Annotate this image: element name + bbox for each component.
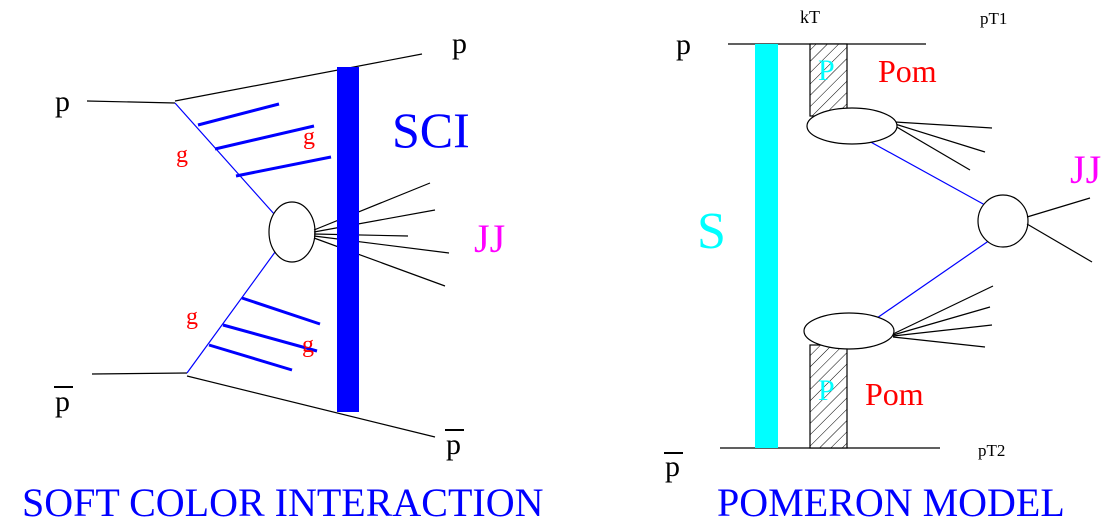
pomeron-block-lower bbox=[809, 344, 848, 449]
label-p-upper: P bbox=[818, 54, 835, 87]
label-kt: kT bbox=[800, 7, 820, 27]
gluon-line-upper-1 bbox=[197, 102, 280, 127]
label-jj-left: JJ bbox=[474, 216, 505, 261]
right-jet-line-2 bbox=[1026, 223, 1093, 263]
proton-in-line bbox=[86, 100, 176, 104]
jet-line-5 bbox=[313, 237, 446, 287]
pomeron-model-diagram: p p kT pT1 pT2 S P Pom P Pom JJ POMERON … bbox=[664, 7, 1101, 524]
gluon-line-lower-2 bbox=[222, 323, 318, 353]
lower-remnant-line-4 bbox=[892, 336, 986, 348]
lower-remnant-line-1 bbox=[892, 285, 994, 335]
gluon-line-upper-3 bbox=[235, 155, 332, 178]
pomeron-block-upper bbox=[809, 43, 848, 117]
upper-remnant-line-2 bbox=[894, 123, 986, 153]
label-pom-upper: Pom bbox=[878, 53, 937, 89]
jet-line-4 bbox=[313, 235, 450, 254]
label-p-lower: P bbox=[818, 374, 835, 407]
upper-pomeron-blob bbox=[806, 107, 898, 145]
lower-parton-line bbox=[186, 247, 279, 374]
title-pomeron-model: POMERON MODEL bbox=[717, 480, 1065, 524]
jet-line-2 bbox=[313, 209, 436, 233]
label-sci: SCI bbox=[392, 102, 470, 158]
label-jj-right: JJ bbox=[1070, 147, 1101, 192]
label-pbar-in: p bbox=[55, 385, 70, 418]
lower-remnant-line-3 bbox=[892, 324, 993, 337]
proton-out-line bbox=[174, 53, 423, 102]
label-p-out: p bbox=[452, 27, 467, 60]
label-g-lower-left: g bbox=[186, 304, 198, 330]
label-pt2: pT2 bbox=[978, 441, 1005, 460]
lower-pomeron-blob bbox=[803, 312, 895, 350]
gluon-line-upper-2 bbox=[214, 124, 315, 151]
antiproton-in-line bbox=[91, 372, 188, 375]
upper-pomeron-parton-line bbox=[866, 139, 986, 206]
right-hard-scatter-blob bbox=[977, 194, 1029, 248]
label-g-lower-right: g bbox=[302, 332, 314, 358]
upper-remnant-line-3 bbox=[894, 125, 971, 171]
gluon-line-lower-3 bbox=[208, 343, 293, 372]
upper-parton-line bbox=[174, 102, 276, 216]
right-jet-line-1 bbox=[1026, 197, 1091, 218]
antiproton-out-line bbox=[186, 375, 436, 438]
jet-line-3 bbox=[313, 233, 409, 237]
sci-bar bbox=[337, 67, 359, 412]
label-pt1: pT1 bbox=[980, 9, 1007, 28]
soft-color-interaction-diagram: p p p p g g g g SCI JJ SOFT COLOR INTERA… bbox=[22, 27, 544, 524]
label-s: S bbox=[697, 203, 726, 260]
label-pbar-in-right: p bbox=[665, 450, 680, 483]
hard-scatter-blob bbox=[268, 201, 316, 263]
gluon-line-lower-1 bbox=[241, 296, 321, 326]
jet-line-1 bbox=[313, 182, 431, 231]
label-pom-lower: Pom bbox=[865, 376, 924, 412]
title-soft-color-interaction: SOFT COLOR INTERACTION bbox=[22, 480, 544, 524]
label-g-upper-right: g bbox=[303, 124, 315, 150]
lower-remnant-line-2 bbox=[892, 306, 991, 336]
lower-pomeron-parton-line bbox=[876, 239, 991, 319]
label-p-in: p bbox=[55, 85, 70, 118]
label-g-upper-left: g bbox=[176, 142, 188, 168]
label-pbar-out: p bbox=[446, 428, 461, 461]
s-bar bbox=[755, 44, 778, 448]
upper-remnant-line-1 bbox=[894, 121, 993, 129]
label-p-in-right: p bbox=[676, 28, 691, 61]
